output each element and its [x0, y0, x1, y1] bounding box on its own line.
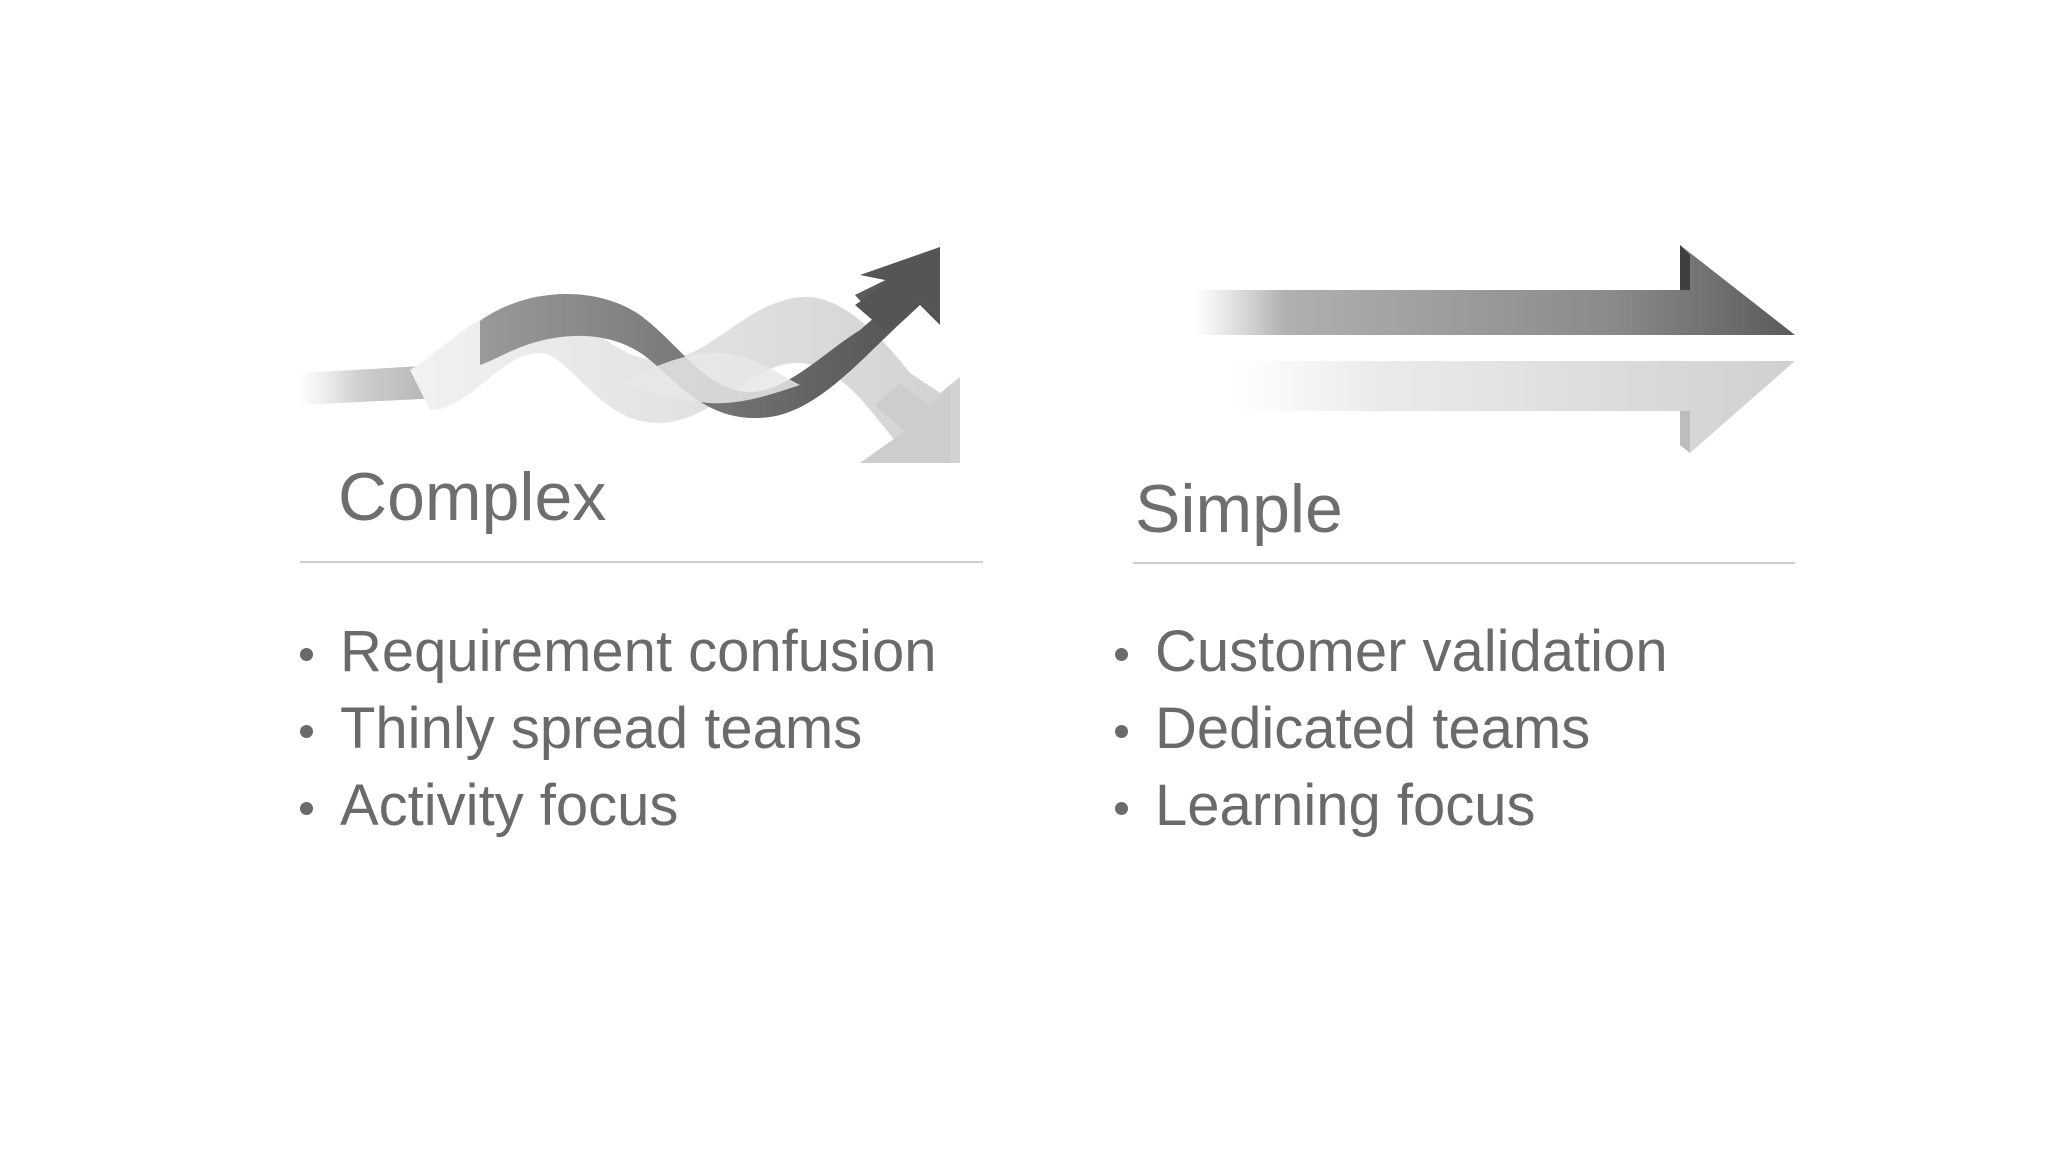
- parallel-arrows-icon: [1195, 245, 1795, 453]
- bullet-icon: [300, 802, 313, 815]
- simple-divider: [1133, 562, 1795, 564]
- list-item: Requirement confusion: [300, 613, 936, 690]
- list-item: Thinly spread teams: [300, 690, 936, 767]
- bullet-icon: [1115, 725, 1128, 738]
- complex-bullet-list: Requirement confusion Thinly spread team…: [300, 613, 936, 844]
- list-item: Dedicated teams: [1115, 690, 1668, 767]
- list-item: Activity focus: [300, 767, 936, 844]
- bullet-icon: [300, 648, 313, 661]
- simple-panel: Simple Customer validation Dedicated tea…: [1115, 235, 1835, 855]
- complex-panel: Complex Requirement confusion Thinly spr…: [300, 235, 1000, 855]
- simple-heading: Simple: [1135, 471, 1343, 547]
- twisted-arrows-icon: [300, 247, 960, 463]
- list-item: Learning focus: [1115, 767, 1668, 844]
- bullet-icon: [300, 725, 313, 738]
- list-item: Customer validation: [1115, 613, 1668, 690]
- complex-divider: [300, 561, 983, 563]
- complex-heading: Complex: [338, 459, 607, 535]
- bullet-icon: [1115, 802, 1128, 815]
- bullet-icon: [1115, 648, 1128, 661]
- simple-bullet-list: Customer validation Dedicated teams Lear…: [1115, 613, 1668, 844]
